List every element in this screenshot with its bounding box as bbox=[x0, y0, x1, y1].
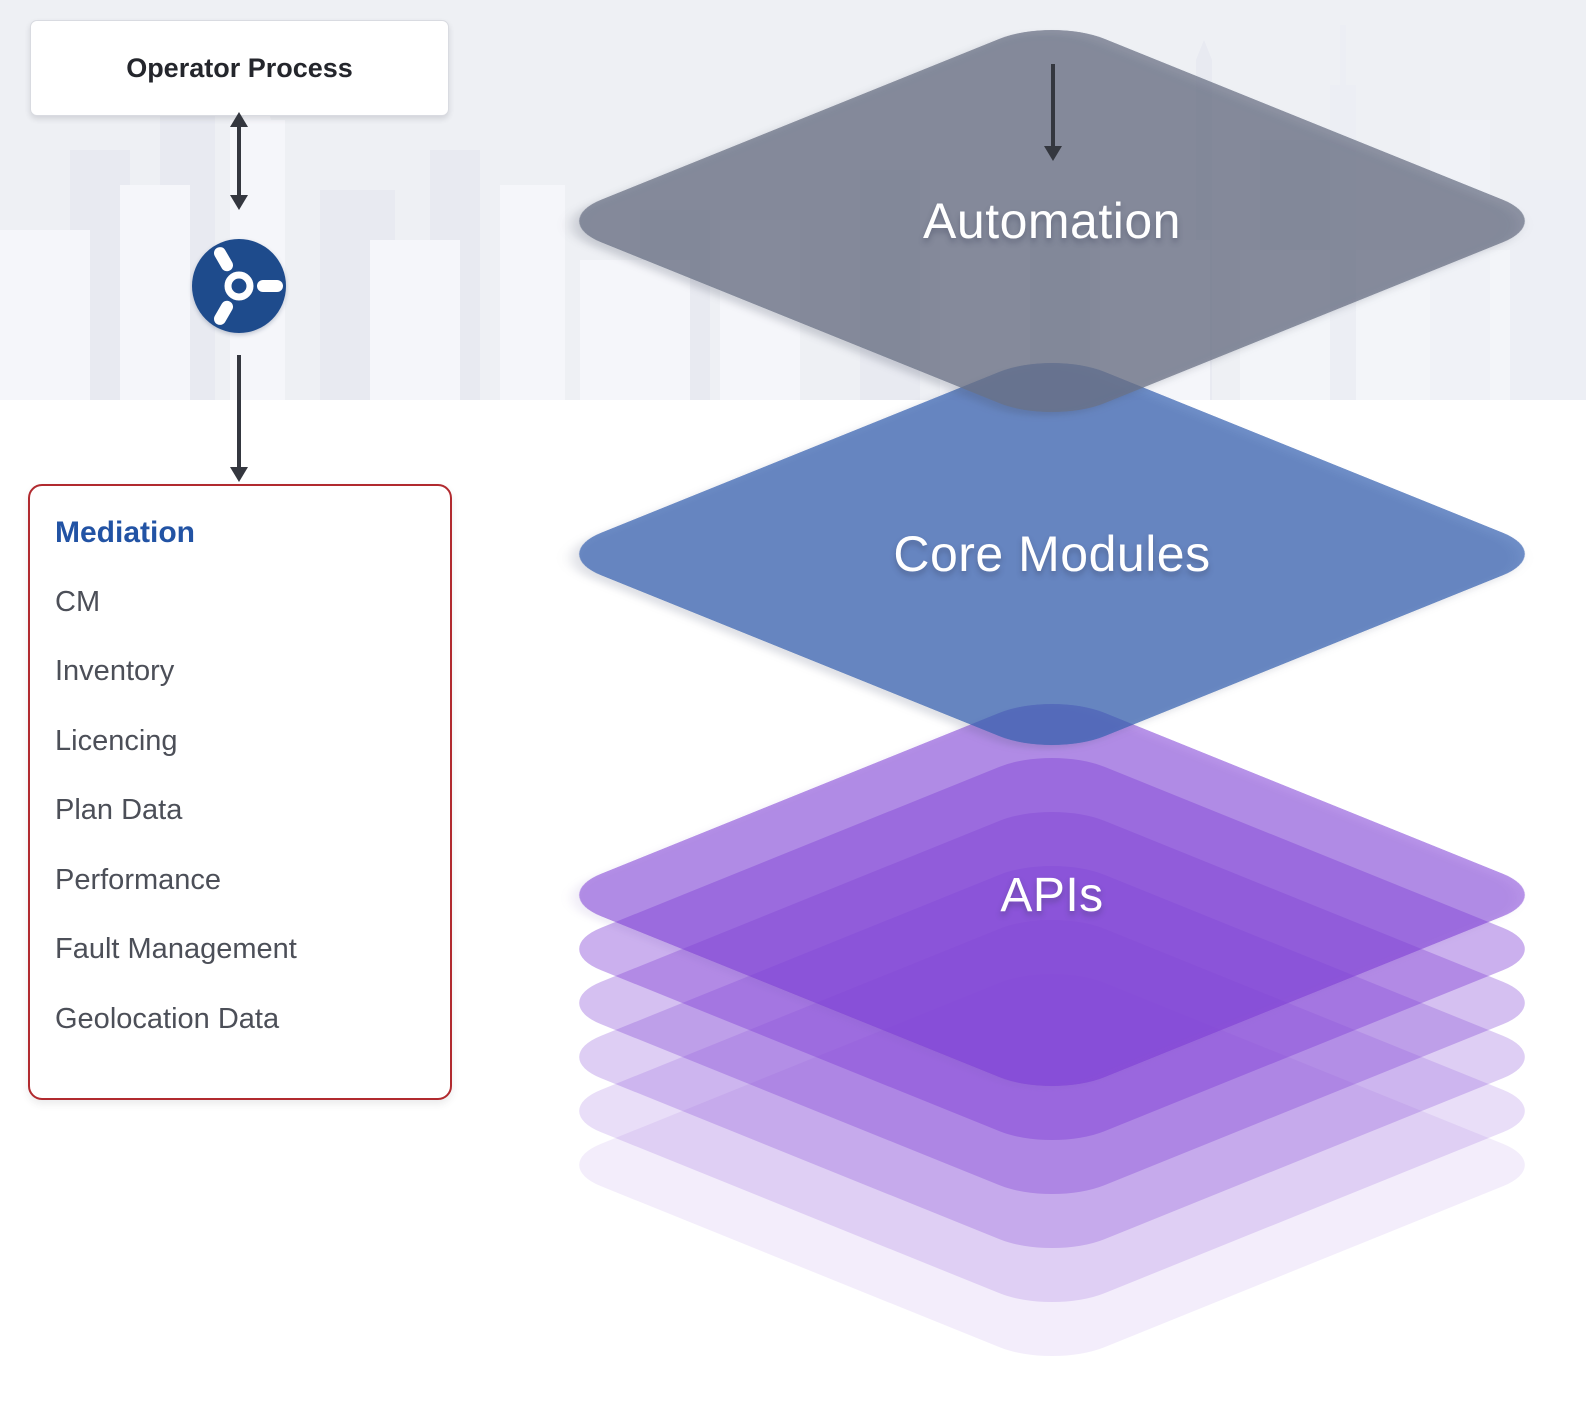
module-item-mediation: Mediation bbox=[55, 515, 195, 549]
module-item: Fault Management bbox=[55, 933, 297, 966]
operator-process-label: Operator Process bbox=[126, 52, 353, 83]
module-item: Inventory bbox=[55, 655, 175, 688]
module-item: Plan Data bbox=[55, 794, 183, 827]
module-item: Performance bbox=[55, 863, 222, 896]
module-item: Geolocation Data bbox=[55, 1002, 280, 1035]
module-list: Mediation CM Inventory Licencing Plan Da… bbox=[30, 498, 450, 1054]
turbine-glyph bbox=[214, 247, 283, 325]
operator-process-box: Operator Process bbox=[30, 20, 449, 116]
module-item: CM bbox=[55, 585, 101, 618]
turbine-icon bbox=[192, 239, 286, 333]
module-item: Licencing bbox=[55, 724, 178, 757]
mediation-modules-box: Mediation CM Inventory Licencing Plan Da… bbox=[28, 484, 452, 1100]
